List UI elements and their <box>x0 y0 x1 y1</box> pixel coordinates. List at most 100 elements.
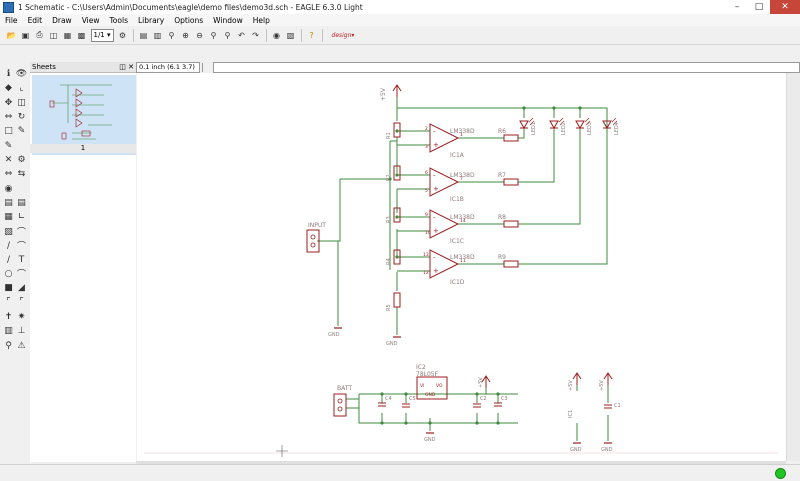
command-separator <box>202 63 203 72</box>
menu-tools[interactable]: Tools <box>109 15 128 25</box>
gnd-label: GND <box>570 447 582 453</box>
led1-label: LED1 <box>531 122 537 135</box>
zoom-in-icon[interactable]: ⊕ <box>182 30 189 40</box>
group-icon[interactable]: □ <box>4 125 13 136</box>
power-supply-a: +5V <box>568 380 574 391</box>
polygon-icon[interactable]: ◢ <box>18 282 25 293</box>
attribute-icon[interactable]: ▥ <box>4 325 13 336</box>
menu-help[interactable]: Help <box>252 15 270 25</box>
optimize-icon[interactable]: ∕ <box>6 240 11 251</box>
menu-view[interactable]: View <box>81 15 100 25</box>
pin-num: 14 <box>460 218 466 224</box>
net-icon[interactable]: ⌜ <box>19 296 24 307</box>
panel-controls[interactable]: ◫ ✕ <box>119 63 134 71</box>
r2-label: R2 <box>386 174 392 181</box>
capacitors <box>378 402 612 409</box>
arc-icon[interactable]: ⌒ <box>16 242 26 252</box>
invoke-icon[interactable]: ▧ <box>4 226 13 237</box>
errors-icon[interactable]: ⚠ <box>17 340 26 351</box>
zoom-select-icon[interactable]: ⚲ <box>210 30 217 40</box>
pinswap-icon[interactable]: ⇔ <box>4 168 13 179</box>
schematic-canvas[interactable]: - + <box>135 73 786 461</box>
junction-icon[interactable]: ✝ <box>4 311 13 322</box>
miter-icon[interactable]: ⌒ <box>16 228 26 238</box>
move-icon[interactable]: ✥ <box>4 97 13 108</box>
smash-icon[interactable]: ▦ <box>4 211 13 222</box>
menu-window[interactable]: Window <box>213 15 243 25</box>
opamp-type-b: LM338D <box>450 172 475 179</box>
circle-icon[interactable]: ○ <box>4 268 13 279</box>
pin-num: 3 <box>425 144 428 150</box>
text-icon[interactable]: T <box>18 254 25 265</box>
r9-label: R9 <box>498 254 506 261</box>
redo-icon[interactable]: ↷ <box>252 30 259 40</box>
r6-label: R6 <box>498 128 506 135</box>
paste-icon[interactable]: ✎ <box>4 140 13 151</box>
vertical-scrollbar[interactable] <box>786 73 800 461</box>
print-icon[interactable]: ⎙ <box>36 30 43 39</box>
menu-library[interactable]: Library <box>137 15 165 25</box>
close-button[interactable]: ✕ <box>770 0 800 14</box>
menu-edit[interactable]: Edit <box>27 15 43 25</box>
minimize-button[interactable]: – <box>734 2 740 12</box>
gnd-label: GND <box>386 341 398 347</box>
cam-icon[interactable]: ◫ <box>49 30 58 40</box>
pin-num: 11 <box>460 258 466 264</box>
undo-icon[interactable]: ↶ <box>238 30 245 40</box>
mirror-icon[interactable]: ⇔ <box>4 111 13 122</box>
bus-icon[interactable]: ⌜ <box>6 296 11 307</box>
label-icon[interactable]: ✷ <box>17 311 26 322</box>
rotate-icon[interactable]: ↻ <box>17 111 26 122</box>
info-icon[interactable]: ℹ <box>6 68 11 79</box>
reg-gnd: GND <box>425 392 436 398</box>
resistor-r6 <box>503 134 519 142</box>
script-icon[interactable]: ▤ <box>139 30 148 40</box>
menu-draw[interactable]: Draw <box>52 15 72 25</box>
menu-options[interactable]: Options <box>174 15 204 25</box>
open-icon[interactable]: 📂 <box>6 30 17 40</box>
board-switch-icon[interactable]: ▦ <box>63 30 72 40</box>
mark-icon[interactable]: ⌞ <box>19 82 24 93</box>
add-icon[interactable]: ⚙ <box>17 154 26 165</box>
rect-icon[interactable]: ■ <box>4 282 13 293</box>
wire-icon[interactable]: ∕ <box>6 254 11 265</box>
stop-icon[interactable]: ◉ <box>273 30 280 40</box>
zoom-fit-icon[interactable]: ⚲ <box>168 30 175 40</box>
delete-icon[interactable]: ✕ <box>4 154 13 165</box>
supply-symbol <box>392 84 402 98</box>
go-icon[interactable]: ▧ <box>286 30 295 40</box>
led4-label: LED4 <box>614 122 620 135</box>
display-icon[interactable]: ◆ <box>5 82 12 93</box>
sheet-select[interactable]: 1/1 ▾ <box>90 28 114 42</box>
sheets-panel-title: Sheets <box>32 63 56 71</box>
run-icon[interactable]: ▥ <box>153 30 162 40</box>
replace-icon[interactable]: ⇆ <box>17 168 26 179</box>
help-icon[interactable]: ? <box>309 30 314 40</box>
save-icon[interactable]: ▣ <box>21 30 30 40</box>
gnd-label: GND <box>328 332 340 338</box>
export-icon[interactable]: ▩ <box>77 30 86 40</box>
command-input[interactable] <box>213 62 800 73</box>
dimension-icon[interactable]: ⊥ <box>17 325 26 336</box>
show-icon[interactable]: 👁 <box>15 68 28 79</box>
erc-icon[interactable]: ⚲ <box>5 340 12 351</box>
zoom-out-icon[interactable]: ⊖ <box>196 30 203 40</box>
redraw-icon[interactable]: ⚲ <box>224 30 231 40</box>
pin-num: 5 <box>425 188 428 194</box>
split-icon[interactable]: ∟ <box>17 211 26 222</box>
toolbar-separator <box>300 28 302 42</box>
ulp-icon[interactable]: ⚙ <box>118 30 127 40</box>
copy-icon[interactable]: ◫ <box>17 97 26 108</box>
name-icon[interactable]: ▤ <box>4 197 13 208</box>
arc-draw-icon[interactable]: ⌒ <box>16 270 26 280</box>
design-link-logo[interactable]: design▾ <box>331 31 355 39</box>
horizontal-scrollbar[interactable] <box>136 461 786 464</box>
value-icon[interactable]: ▤ <box>17 197 26 208</box>
toolbar-separator <box>132 28 134 42</box>
maximize-button[interactable]: □ <box>754 2 764 12</box>
gateswap-icon[interactable]: ◉ <box>4 183 13 194</box>
sheet-thumbnail[interactable] <box>32 75 148 155</box>
toolbar-separator <box>321 28 323 42</box>
menu-file[interactable]: File <box>5 15 18 25</box>
change-icon[interactable]: ✎ <box>17 125 26 136</box>
